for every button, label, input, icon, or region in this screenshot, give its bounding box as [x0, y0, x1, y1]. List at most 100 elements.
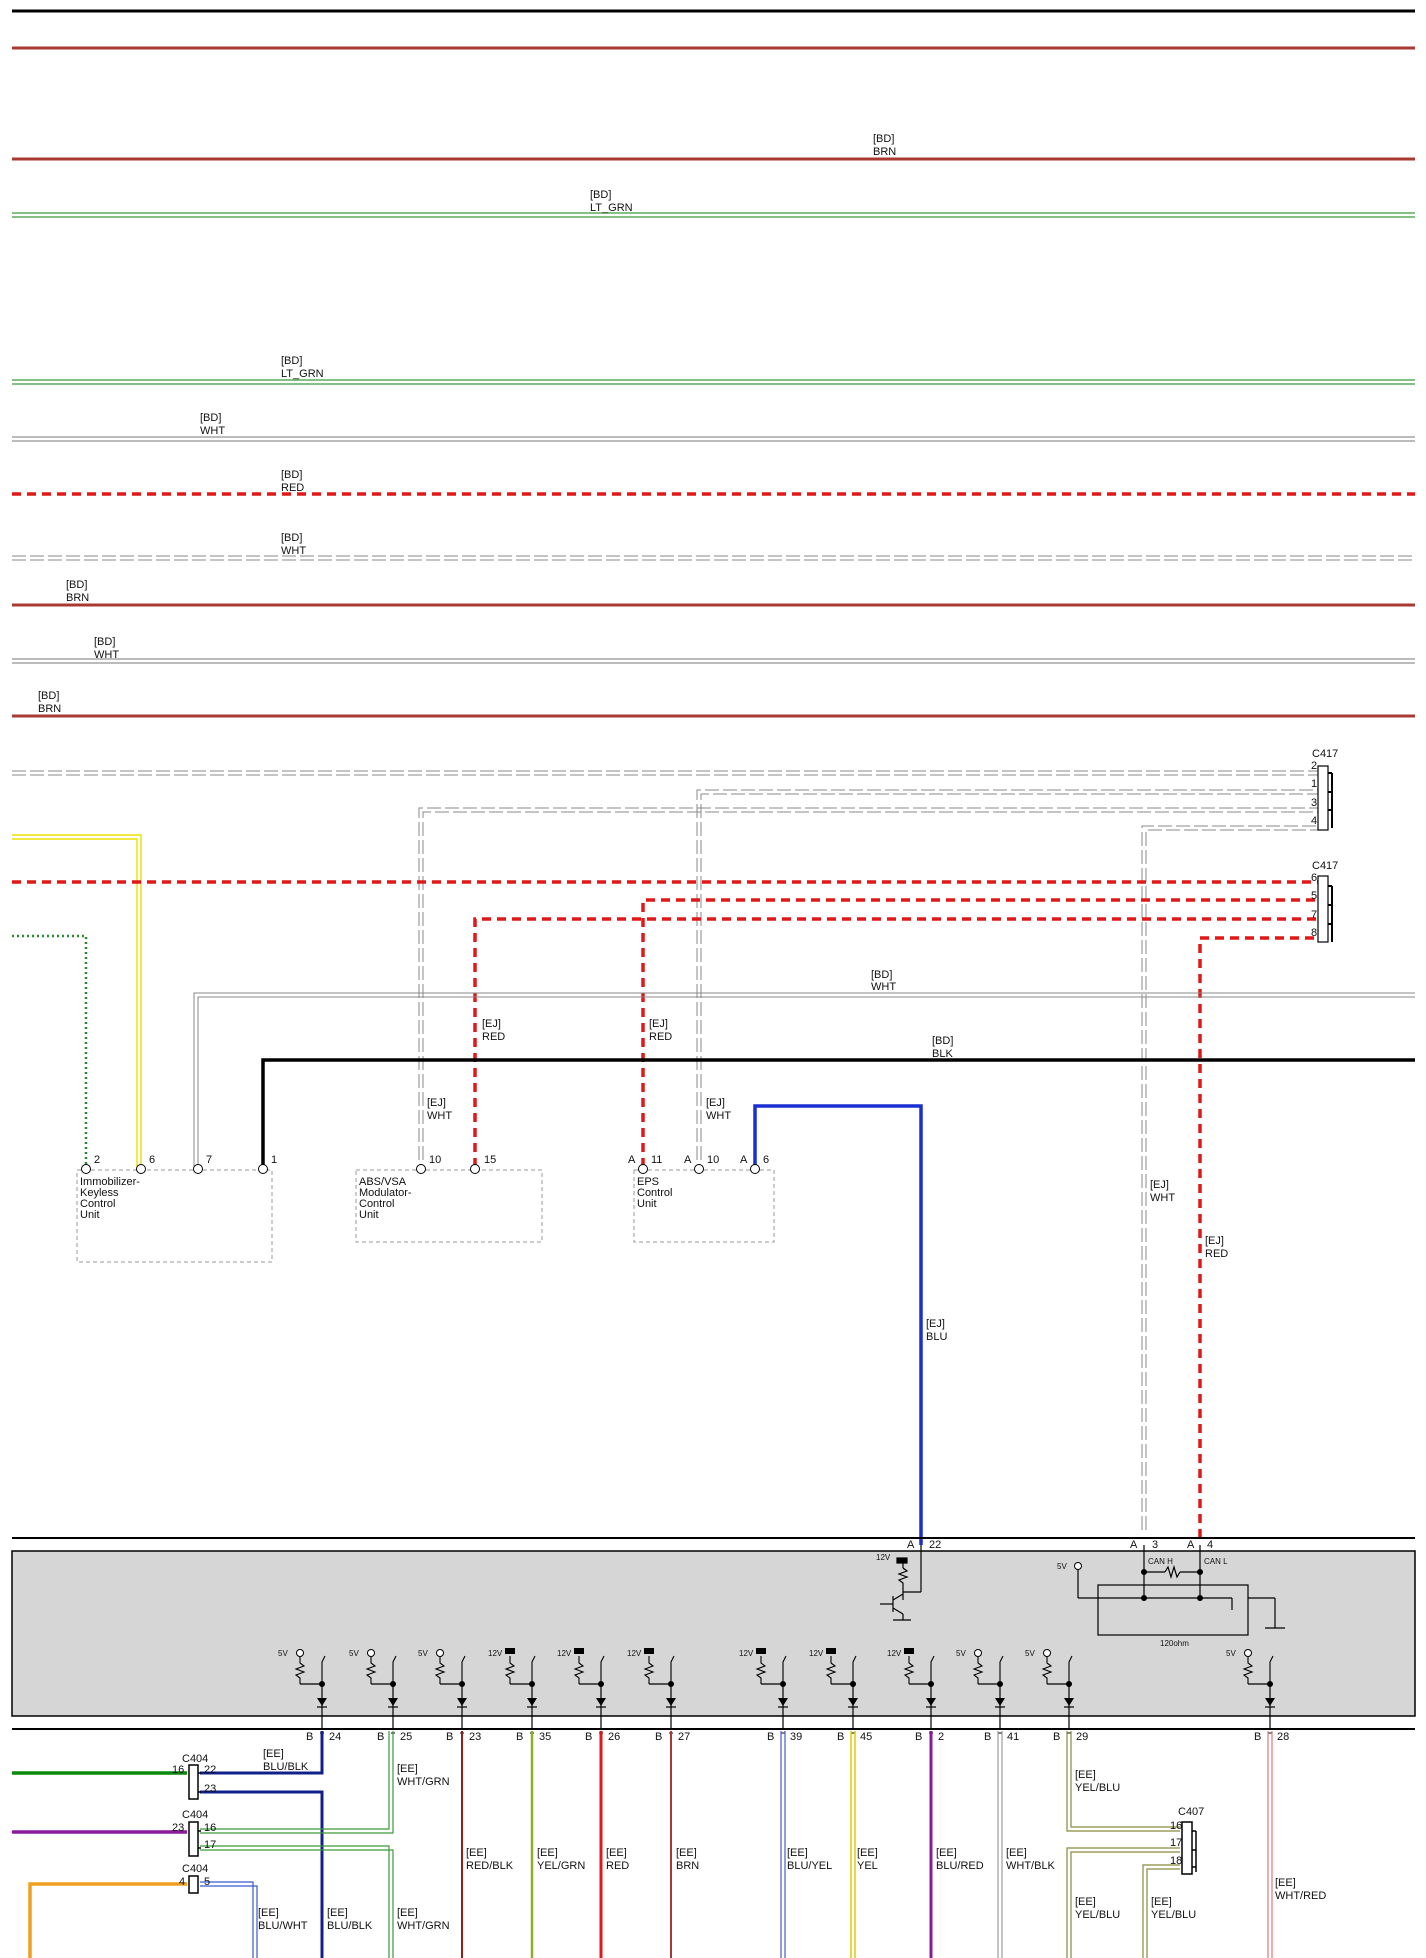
c404-b-pin: 16 — [204, 1822, 216, 1834]
connector-c404-c — [188, 1875, 199, 1894]
blk-wire-immob — [261, 1058, 1415, 1167]
ecm-switch — [782, 1655, 787, 1684]
yel-wire — [12, 834, 142, 1167]
abs-box — [355, 1169, 543, 1243]
eps-pin: A — [684, 1154, 692, 1166]
ee-label: WHT/BLK — [1006, 1860, 1056, 1872]
ee-label: RED — [606, 1860, 629, 1872]
ej-label-blu-a: [EJ] — [926, 1318, 945, 1330]
eps-name: Control — [637, 1187, 672, 1199]
ee-label: WHT/GRN — [397, 1776, 450, 1788]
ecm-bottom-pin-num: 35 — [539, 1731, 551, 1743]
ee-label: RED/BLK — [466, 1860, 514, 1872]
ej-label-can-red-a: [EJ] — [1205, 1235, 1224, 1247]
ee-label: YEL/BLU — [1075, 1782, 1120, 1794]
immobilizer-name: Unit — [80, 1209, 100, 1221]
ecm-resistor — [573, 1656, 585, 1684]
ecm-switch — [930, 1655, 935, 1684]
ecm-bottom-pin-side: B — [306, 1731, 313, 1743]
c417-a-pin: 3 — [1311, 797, 1317, 809]
connector-c417-a — [1317, 765, 1333, 831]
ecm-diode — [848, 1698, 858, 1706]
ecm-bottom-pin-num: 41 — [1007, 1731, 1019, 1743]
ee-label: WHT/GRN — [397, 1920, 450, 1932]
ee-label: BLU/WHT — [258, 1920, 308, 1932]
ej-label-eps-wht-b: WHT — [706, 1110, 731, 1122]
c404-b-pin: 17 — [204, 1839, 216, 1851]
c404-a-pin: 22 — [204, 1764, 216, 1776]
ecm-top-pin: A — [1187, 1539, 1195, 1551]
ee-label: [EE] — [606, 1847, 627, 1859]
ecm-12v-label: 12V — [876, 1553, 891, 1562]
ee-label: YEL/GRN — [537, 1860, 585, 1872]
connector-c404-b — [188, 1821, 201, 1857]
ecm-bottom-pin-side: B — [655, 1731, 662, 1743]
ej-label-blu-b: BLU — [926, 1331, 947, 1343]
ee-label: [EE] — [466, 1847, 487, 1859]
ee-label: [EE] — [1151, 1896, 1172, 1908]
ecm-bottom-pin-side: B — [516, 1731, 523, 1743]
c407-label: C407 — [1178, 1806, 1204, 1818]
ecm-bottom-pin-num: 23 — [469, 1731, 481, 1743]
ecm-switch — [852, 1655, 857, 1684]
ecm-switch — [670, 1655, 675, 1684]
ecm-supply-12v — [904, 1648, 914, 1654]
bus-label-red-1a: [BD] — [281, 469, 302, 481]
ej-label-abs-red-a: [EJ] — [482, 1018, 501, 1030]
ee-label: [EE] — [1075, 1769, 1096, 1781]
ecm-supply-label: 5V — [418, 1649, 428, 1658]
ecm-body — [11, 1550, 1416, 1717]
ee-label: [EE] — [857, 1847, 878, 1859]
ecm-diode — [778, 1698, 788, 1706]
connector-c417-b — [1317, 875, 1333, 943]
ee-label: YEL/BLU — [1075, 1909, 1120, 1921]
c404-b-pin: 23 — [172, 1822, 184, 1834]
ee-label: [EE] — [936, 1847, 957, 1859]
immobilizer-name: Control — [80, 1198, 115, 1210]
ecm-can-l: CAN L — [1204, 1557, 1228, 1566]
ee-label: [EE] — [787, 1847, 808, 1859]
ecm-bottom-pin-num: 39 — [790, 1731, 802, 1743]
connector-c417-a-label: C417 — [1312, 748, 1338, 760]
bus-label-ltgrn-1a: [BD] — [590, 189, 611, 201]
immobilizer-name: Immobilizer- — [80, 1176, 140, 1188]
ej-label-abs-wht-a: [EJ] — [427, 1097, 446, 1109]
ecm-bottom-pin-num: 27 — [678, 1731, 690, 1743]
ej-label-abs-wht-b: WHT — [427, 1110, 452, 1122]
ecm-supply-12v — [756, 1648, 766, 1654]
immobilizer-pin: 1 — [271, 1154, 277, 1166]
ecm-top-pin: A — [907, 1539, 915, 1551]
c407-pin: 16 — [1170, 1820, 1182, 1832]
connector-c404-a — [188, 1764, 201, 1800]
ecm-switch — [321, 1655, 326, 1684]
c404-a-pin: 23 — [204, 1783, 216, 1795]
ecm-supply-label: 5V — [956, 1649, 966, 1658]
eps-name: EPS — [637, 1176, 659, 1188]
ecm-resistor — [434, 1656, 446, 1684]
wht-wire-immob — [193, 992, 1415, 1167]
ee-label: BLU/RED — [936, 1860, 984, 1872]
eps-box — [633, 1169, 775, 1243]
immobilizer-name: Keyless — [80, 1187, 119, 1199]
ecm-bottom-pin-side: B — [1254, 1731, 1261, 1743]
connector-c407 — [1181, 1821, 1197, 1875]
bus-label-brn-3a: [BD] — [38, 690, 59, 702]
bus-wire-ltgrn-1 — [12, 212, 1415, 218]
immobilizer-pin: 2 — [94, 1154, 100, 1166]
ecm-resistor — [294, 1656, 306, 1684]
ecm-bottom-pin-num: 26 — [608, 1731, 620, 1743]
ecm-resistor — [972, 1656, 984, 1684]
ecm-supply-label: 12V — [627, 1649, 642, 1658]
ecm-diode — [527, 1698, 537, 1706]
grn-dotted-wire — [12, 934, 88, 1167]
immobilizer-pin: 7 — [206, 1154, 212, 1166]
ecm-resistor — [1041, 1656, 1053, 1684]
eps-pins — [638, 1164, 760, 1174]
abs-name: ABS/VSA — [359, 1176, 407, 1188]
ee-label: [EE] — [537, 1847, 558, 1859]
ecm-bottom-pin-num: 45 — [860, 1731, 872, 1743]
ecm-supply-label: 12V — [887, 1649, 902, 1658]
ee-label: [EE] — [1275, 1877, 1296, 1889]
ecm-switch — [1068, 1655, 1073, 1684]
ecm-bottom-pin-side: B — [585, 1731, 592, 1743]
